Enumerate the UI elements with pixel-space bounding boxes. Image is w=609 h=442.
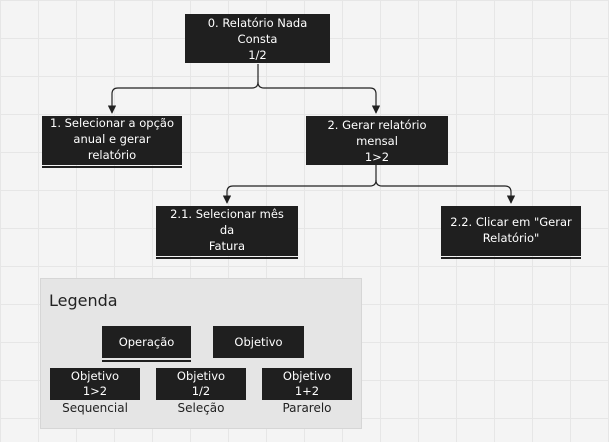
legend-operation-label: Operação [118,334,175,349]
node-root-label: 0. Relatório Nada Consta 1/2 [207,15,308,62]
legend-parallel-caption: Pararelo [282,401,332,415]
legend-selection-box: Objetivo 1/2 [156,368,246,400]
node-1-label: 1. Selecionar a opção anual e gerar rela… [50,116,174,162]
legend-sequential-box-label: Objetivo 1>2 [70,369,120,398]
node-2[interactable]: 2. Gerar relatório mensal 1>2 [306,116,448,165]
node-2-1-label: 2.1. Selecionar mês da Fatura [170,206,284,253]
node-1[interactable]: 1. Selecionar a opção anual e gerar rela… [42,116,182,168]
node-root[interactable]: 0. Relatório Nada Consta 1/2 [185,14,330,63]
node-2-label: 2. Gerar relatório mensal 1>2 [327,117,427,164]
legend-sequential-box: Objetivo 1>2 [50,368,140,400]
legend-title: Legenda [49,291,118,310]
connector-n2-n21 [222,165,377,204]
legend-operation-box: Operação [102,326,191,362]
legend-parallel-box-label: Objetivo 1+2 [282,369,332,398]
node-2-2[interactable]: 2.2. Clicar em "Gerar Relatório" [441,206,581,259]
node-2-2-label: 2.2. Clicar em "Gerar Relatório" [450,214,572,245]
connector-root-n1 [107,64,259,114]
legend-sequential-caption: Sequencial [62,401,128,415]
connector-n2-n22 [375,179,516,204]
legend-parallel-box: Objetivo 1+2 [262,368,352,400]
legend-objective-box: Objetivo [213,326,304,358]
legend-selection-box-label: Objetivo 1/2 [176,369,226,398]
legend-objective-label: Objetivo [234,334,283,349]
legend-panel: Legenda Operação Objetivo Objetivo 1>2 S… [40,278,362,429]
node-2-1[interactable]: 2.1. Selecionar mês da Fatura [156,206,298,259]
connector-root-n2 [257,81,381,114]
legend-selection-caption: Seleção [177,401,225,415]
